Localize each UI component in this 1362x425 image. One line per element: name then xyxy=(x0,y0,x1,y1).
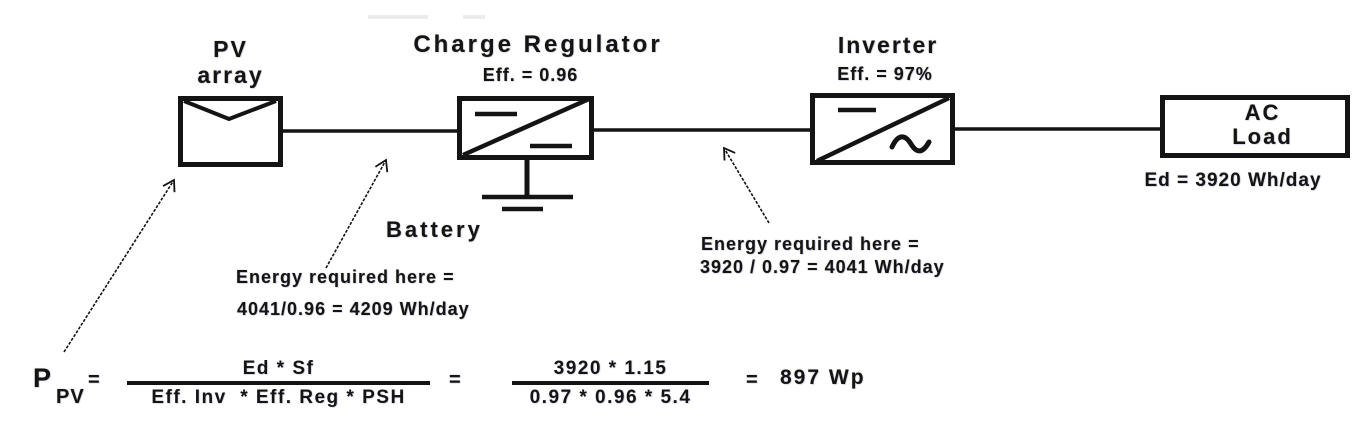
inverter-dc-ac-icon xyxy=(816,95,950,164)
inverter-efficiency: Eff. = 97% xyxy=(837,64,933,84)
faint-smudge xyxy=(463,15,485,19)
inverter-input-annotation-line1: Energy required here = xyxy=(701,234,920,254)
inverter-ac-sine-icon xyxy=(889,134,932,154)
symbolic-denominator: Eff. Inv * Eff. Reg * PSH xyxy=(151,387,406,408)
numeric-denominator: 0.97 * 0.96 * 5.4 xyxy=(529,387,692,408)
fraction-bar xyxy=(512,381,709,385)
battery-label: Battery xyxy=(386,217,483,242)
numeric-numerator: 3920 * 1.15 xyxy=(553,358,668,379)
fraction-bar xyxy=(127,381,430,385)
formula-equals-3: = xyxy=(746,369,758,391)
arrow-to-inverter-input-wire xyxy=(723,146,770,224)
ac-load-box xyxy=(1160,95,1350,158)
arrow-to-regulator-input-wire xyxy=(325,158,389,269)
battery-ground-icon xyxy=(482,158,573,212)
inverter-input-annotation-line2: 3920 / 0.97 = 4041 Wh/day xyxy=(700,257,945,277)
symbolic-numerator: Ed * Sf xyxy=(242,358,315,379)
regulator-input-annotation-line1: Energy required here = xyxy=(236,267,455,287)
regulator-input-annotation-line2: 4041/0.96 = 4209 Wh/day xyxy=(237,299,470,319)
formula-equals-1: = xyxy=(88,369,100,391)
formula-result: 897 Wp xyxy=(780,366,866,389)
ac-load-daily-demand: Ed = 3920 Wh/day xyxy=(1144,170,1322,191)
pv-panel-icon xyxy=(183,99,277,122)
charge-regulator-efficiency: Eff. = 0.96 xyxy=(482,65,579,85)
regulator-converter-icon xyxy=(462,96,590,158)
ac-load-label-line1: AC xyxy=(1244,100,1281,125)
pv-array-label-line1: PV xyxy=(213,36,248,62)
faint-smudge xyxy=(368,15,428,19)
formula-equals-2: = xyxy=(449,369,461,391)
formula-p-subscript: PV xyxy=(56,386,85,408)
charge-regulator-title: Charge Regulator xyxy=(413,31,663,58)
ac-load-label-line2: Load xyxy=(1232,124,1293,149)
pv-array-box xyxy=(178,96,283,167)
formula-symbolic-fraction: Ed * Sf Eff. Inv * Eff. Reg * PSH xyxy=(127,358,430,409)
inverter-title: Inverter xyxy=(837,32,939,58)
arrow-to-pv-array xyxy=(63,178,176,353)
pv-array-label-line2: array xyxy=(197,62,264,88)
formula-numeric-fraction: 3920 * 1.15 0.97 * 0.96 * 5.4 xyxy=(512,358,709,409)
formula-p-symbol: P xyxy=(33,363,52,393)
